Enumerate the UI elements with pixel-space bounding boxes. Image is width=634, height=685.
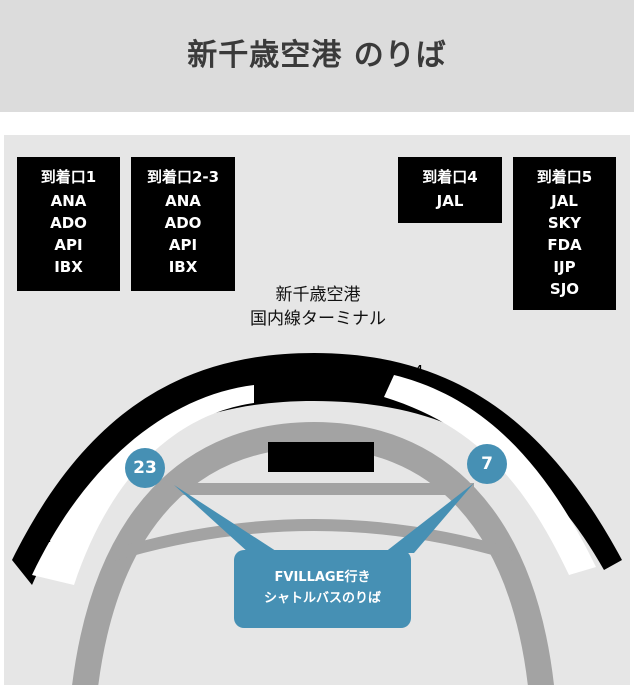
stop-label-1: 1 bbox=[42, 528, 52, 546]
gate-2-3-panel: 到着口2-3 ANA ADO API IBX bbox=[131, 157, 235, 291]
callout-pointers bbox=[174, 483, 474, 553]
curb-walkway-right bbox=[384, 375, 596, 575]
curb-walkway bbox=[32, 385, 254, 585]
airline: SJO bbox=[549, 280, 580, 298]
airline: API bbox=[54, 236, 83, 254]
airline: SKY bbox=[547, 214, 582, 232]
terminal-label: 新千歳空港 国内線ターミナル bbox=[238, 283, 398, 331]
airline: IBX bbox=[54, 258, 83, 276]
page-title: 新千歳空港 のりば bbox=[187, 38, 447, 73]
terminal-name: 新千歳空港 bbox=[275, 285, 361, 305]
airline: JAL bbox=[551, 192, 578, 210]
airline: JAL bbox=[436, 192, 464, 210]
gate-1-panel: 到着口1 ANA ADO API IBX bbox=[17, 157, 120, 291]
bus-lane-lower bbox=[112, 519, 516, 561]
terminal-map: 到着口1 ANA ADO API IBX 到着口2-3 ANA ADO API … bbox=[4, 135, 630, 685]
shuttle-stop-23[interactable]: 23 bbox=[125, 448, 165, 488]
airline: ANA bbox=[50, 192, 87, 210]
terminal-subname: 国内線ターミナル bbox=[250, 309, 386, 329]
shuttle-stop-7[interactable]: 7 bbox=[467, 444, 507, 484]
page-header: 新千歳空港 のりば bbox=[0, 0, 634, 112]
airline: ADO bbox=[164, 214, 202, 232]
gate-name: 到着口1 bbox=[40, 168, 97, 186]
airline: API bbox=[168, 236, 198, 254]
gate-name: 到着口5 bbox=[536, 168, 593, 186]
stop-label-5: 5 bbox=[545, 455, 555, 473]
airline: IJP bbox=[553, 258, 576, 276]
stop-label-2: 2 bbox=[125, 415, 135, 433]
shuttle-callout: FVILLAGE行き シャトルバスのりば bbox=[234, 550, 411, 628]
stop-label-4: 4 bbox=[414, 362, 424, 380]
airline: ANA bbox=[165, 192, 201, 210]
gate-5-panel: 到着口5 JAL SKY FDA IJP SJO bbox=[513, 157, 616, 310]
airline: ADO bbox=[50, 214, 87, 232]
callout-line-2: シャトルバスのりば bbox=[263, 591, 381, 606]
pointer-left bbox=[174, 485, 279, 553]
stop-label-3: 3 bbox=[149, 401, 159, 419]
airline: FDA bbox=[547, 236, 582, 254]
gate-4-panel: 到着口4 JAL bbox=[398, 157, 502, 223]
gate-name: 到着口4 bbox=[422, 168, 478, 186]
pointer-right bbox=[384, 483, 474, 553]
parking-block bbox=[268, 442, 374, 472]
terminal-diagram bbox=[12, 353, 622, 685]
callout-line-1: FVILLAGE行き bbox=[274, 570, 371, 585]
gate-name: 到着口2-3 bbox=[146, 168, 220, 186]
airline: IBX bbox=[168, 258, 198, 276]
